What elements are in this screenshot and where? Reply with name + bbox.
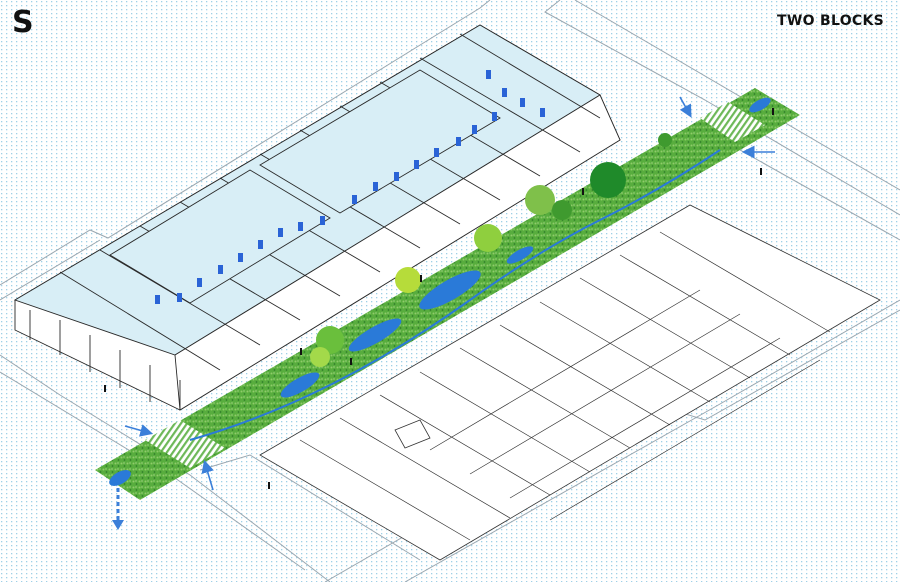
- tree-icon: [552, 200, 572, 220]
- flow-arrows: [124, 96, 775, 491]
- low-block-outlines: [259, 204, 881, 561]
- water-pools: [109, 97, 771, 486]
- rain-barrels: [155, 70, 545, 304]
- crosswalk-south: [145, 420, 225, 468]
- tree-icon: [310, 347, 330, 367]
- person-icon: [268, 482, 270, 489]
- tree-icon: [658, 133, 672, 147]
- person-icon: [300, 348, 302, 355]
- arrow-icon: [124, 424, 154, 437]
- tree-icon: [395, 267, 421, 293]
- person-icon: [760, 168, 762, 175]
- person-icon: [420, 275, 422, 282]
- person-icon: [350, 358, 352, 365]
- tree-icon: [525, 185, 555, 215]
- crosswalk-north: [700, 102, 765, 142]
- tree-icon: [316, 326, 344, 354]
- parking-stalls: [299, 231, 831, 541]
- arrow-icon: [201, 459, 214, 491]
- trees: [310, 133, 672, 367]
- person-icon: [104, 385, 106, 392]
- tree-icon: [474, 224, 502, 252]
- dashed-down-arrow-icon: [112, 488, 124, 530]
- pedestrians: [104, 108, 774, 489]
- person-icon: [772, 108, 774, 115]
- building-block: [13, 24, 621, 411]
- tree-icon: [590, 162, 626, 198]
- person-icon: [582, 188, 584, 195]
- extent-label: TWO BLOCKS: [777, 13, 884, 29]
- scale-letter: S: [12, 5, 34, 40]
- arrow-icon: [679, 96, 692, 118]
